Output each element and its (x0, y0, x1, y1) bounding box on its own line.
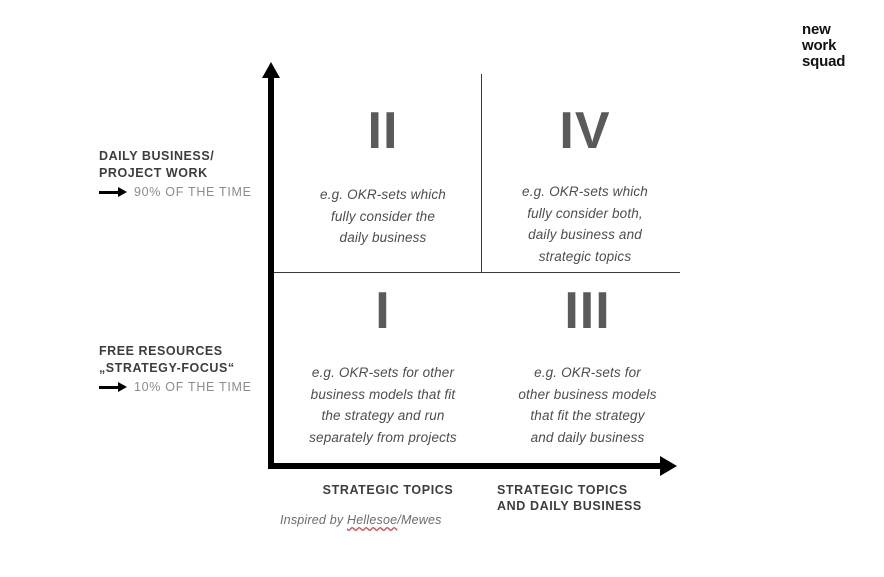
quadrant-four-numeral: IV (559, 102, 611, 160)
daily-business-title-line-1: DAILY BUSINESS/ (99, 149, 215, 163)
x-axis-line (268, 463, 662, 469)
quadrant-two-description: e.g. OKR-sets which fully consider the d… (288, 184, 478, 249)
free-resources-share-row: 10% OF THE TIME (99, 380, 284, 394)
logo-line-3: squad (802, 53, 846, 70)
arrow-right-icon (99, 381, 127, 393)
x-axis-label-right-line-1: STRATEGIC TOPICS (497, 483, 628, 497)
source-caption: Inspired by Hellesoe/Mewes (280, 513, 442, 527)
logo-line-1: new (802, 21, 831, 38)
quadrant-one-line-2: business models that fit (310, 386, 456, 402)
brand-logo: new work squad (802, 22, 845, 70)
caption-suffix: /Mewes (397, 513, 442, 527)
quadrant-four-line-4: strategic topics (538, 248, 632, 264)
quadrant-two-line-2: fully consider the (330, 208, 435, 224)
daily-business-title-line-2: PROJECT WORK (99, 166, 208, 180)
quadrant-three-line-1: e.g. OKR-sets for (534, 365, 641, 380)
free-resources-share-value: 10% OF THE TIME (134, 380, 252, 394)
y-axis-line (268, 76, 274, 467)
quadrant-two-line-3: daily business (339, 230, 427, 245)
arrow-up-icon (262, 62, 280, 78)
quadrant-four-line-3: daily business and (528, 227, 642, 242)
quadrant-three-line-2: other business models (518, 386, 657, 402)
free-resources-title: FREE RESOURCES „STRATEGY-FOCUS“ (99, 343, 284, 377)
logo-line-2: work (802, 37, 837, 54)
quadrant-one: I e.g. OKR-sets for other business model… (288, 284, 478, 448)
free-resources-title-line-2: „STRATEGY-FOCUS“ (99, 361, 235, 375)
quadrant-three-line-3: that fit the strategy (530, 408, 645, 423)
quadrant-one-line-4: separately from projects (309, 429, 457, 445)
daily-business-share-row: 90% OF THE TIME (99, 185, 284, 199)
quadrant-divider-horizontal (274, 272, 680, 273)
caption-misspelled-word: Hellesoe (347, 513, 398, 527)
x-axis-label-right: STRATEGIC TOPICS AND DAILY BUSINESS (497, 482, 687, 514)
daily-business-title: DAILY BUSINESS/ PROJECT WORK (99, 148, 284, 182)
quadrant-four-line-1: e.g. OKR-sets which (522, 184, 648, 199)
quadrant-one-description: e.g. OKR-sets for other business models … (288, 362, 478, 448)
quadrant-four-description: e.g. OKR-sets which fully consider both,… (490, 181, 680, 267)
quadrant-three: III e.g. OKR-sets for other business mod… (490, 284, 685, 448)
quadrant-four-line-2: fully consider both, (527, 205, 643, 221)
quadrant-two-numeral: II (367, 102, 399, 160)
quadrant-divider-vertical (481, 74, 482, 272)
quadrant-one-numeral: I (375, 282, 391, 340)
quadrant-three-numeral: III (564, 282, 611, 340)
quadrant-three-description: e.g. OKR-sets for other business models … (490, 362, 685, 448)
free-resources-title-line-1: FREE RESOURCES (99, 344, 223, 358)
quadrant-three-line-4: and daily business (530, 429, 645, 445)
arrow-right-icon (99, 186, 127, 198)
quadrant-two-line-1: e.g. OKR-sets which (320, 187, 446, 202)
arrow-right-icon (660, 456, 677, 476)
quadrant-two: II e.g. OKR-sets which fully consider th… (288, 104, 478, 249)
x-axis-label-left: STRATEGIC TOPICS (322, 483, 454, 497)
caption-prefix: Inspired by (280, 513, 348, 527)
y-axis-label-free-resources: FREE RESOURCES „STRATEGY-FOCUS“ 10% OF T… (99, 343, 284, 394)
quadrant-four: IV e.g. OKR-sets which fully consider bo… (490, 104, 680, 267)
daily-business-share-value: 90% OF THE TIME (134, 185, 252, 199)
quadrant-one-line-1: e.g. OKR-sets for other (311, 365, 455, 380)
y-axis-label-daily-business: DAILY BUSINESS/ PROJECT WORK 90% OF THE … (99, 148, 284, 199)
x-axis-label-right-line-2: AND DAILY BUSINESS (497, 499, 642, 513)
quadrant-one-line-3: the strategy and run (321, 408, 445, 423)
